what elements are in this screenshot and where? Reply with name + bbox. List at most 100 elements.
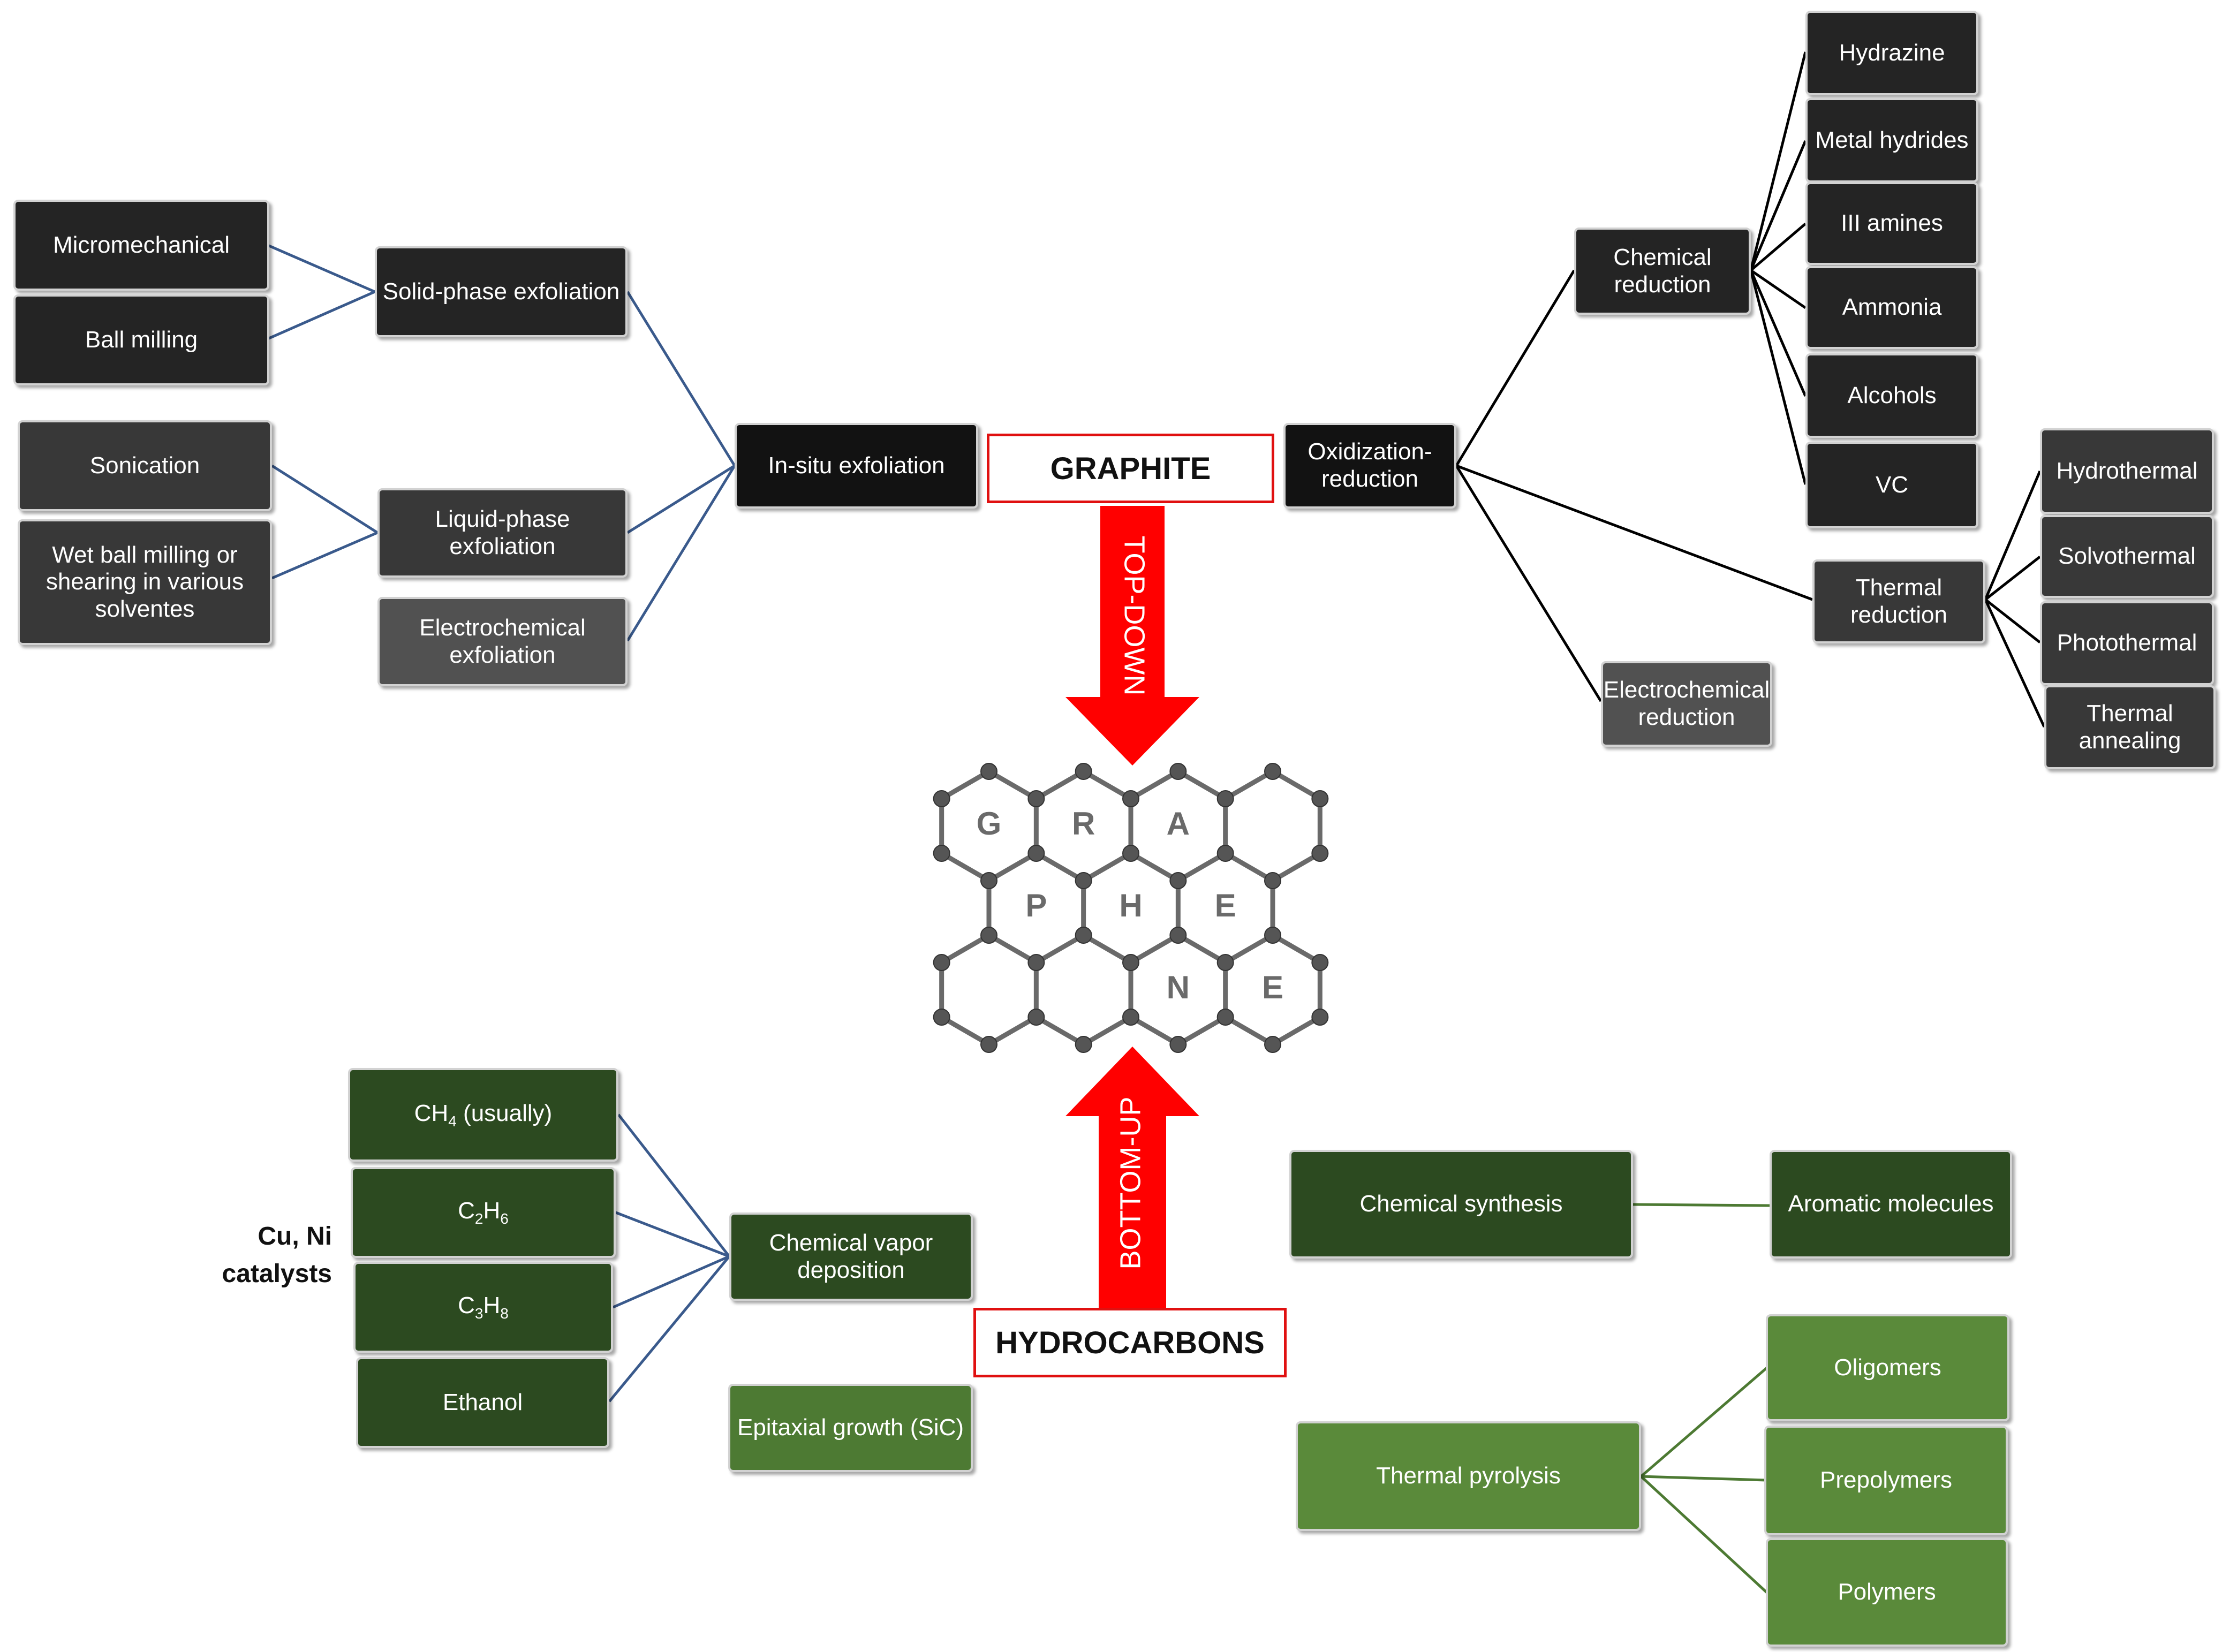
lattice-atom xyxy=(1075,763,1092,780)
lattice-atom xyxy=(1075,1036,1092,1053)
oligomers-box: Oligomers xyxy=(1766,1314,2009,1421)
graphene-letter: H xyxy=(1119,888,1142,923)
catalysts-label: Cu, Ni catalysts xyxy=(222,1222,332,1288)
lattice-bond xyxy=(987,851,1038,883)
graphene-letter: R xyxy=(1072,806,1095,842)
lattice-bond xyxy=(1129,851,1180,883)
connectors-cvd xyxy=(608,1113,730,1403)
lattice-atom xyxy=(1311,790,1329,807)
top-down-arrow xyxy=(1065,506,1199,766)
lattice-atom xyxy=(1122,790,1140,807)
c2h6-box: C2H6 xyxy=(351,1167,616,1258)
electrochemical-reduction-box: Electrochemical reduction xyxy=(1601,661,1772,747)
thermal-pyrolysis-box: Thermal pyrolysis xyxy=(1296,1421,1641,1531)
lattice-atom xyxy=(933,790,950,807)
lattice-atom xyxy=(1216,1009,1234,1026)
thermal-annealing-box: Thermal annealing xyxy=(2044,685,2216,769)
lattice-atom xyxy=(1311,1009,1329,1026)
alcohols-box: Alcohols xyxy=(1805,353,1978,438)
in-situ-exfoliation-box: In-situ exfoliation xyxy=(735,423,978,509)
lattice-atom xyxy=(980,872,997,889)
lattice-atom xyxy=(1216,954,1234,971)
lattice-atom xyxy=(1311,954,1329,971)
graphene-letter: G xyxy=(977,806,1002,842)
photothermal-box: Photothermal xyxy=(2040,601,2214,685)
lattice-bond xyxy=(1129,769,1180,801)
connectors-oxidation-reduction xyxy=(1455,51,2046,728)
c2h6-label: C2H6 xyxy=(458,1198,509,1227)
graphene-letter: N xyxy=(1167,969,1190,1005)
thermal-reduction-box: Thermal reduction xyxy=(1812,559,1985,643)
lattice-bond xyxy=(1177,1015,1227,1047)
connectors-exfoliation xyxy=(267,244,736,642)
cvd-box: Chemical vapor deposition xyxy=(729,1213,973,1301)
lattice-atom xyxy=(933,1009,950,1026)
hydrocarbons-box: HYDROCARBONS xyxy=(973,1308,1287,1377)
solid-phase-exfoliation-box: Solid-phase exfoliation xyxy=(375,246,628,337)
lattice-bond xyxy=(1271,851,1321,883)
lattice-atom xyxy=(1169,872,1187,889)
lattice-atom xyxy=(1169,1036,1187,1053)
lattice-bond xyxy=(1035,933,1085,965)
lattice-bond xyxy=(987,1015,1038,1047)
lattice-atom xyxy=(1169,927,1187,944)
solvothermal-box: Solvothermal xyxy=(2040,515,2214,598)
lattice-bond xyxy=(1271,933,1321,965)
lattice-bond xyxy=(1035,769,1085,801)
lattice-atom xyxy=(1027,845,1045,862)
lattice-bond xyxy=(1177,769,1227,801)
ball-milling-box: Ball milling xyxy=(13,294,269,385)
lattice-atom xyxy=(1027,1009,1045,1026)
lattice-atom xyxy=(1027,790,1045,807)
lattice-bond xyxy=(1129,933,1180,965)
metal-hydrides-box: Metal hydrides xyxy=(1805,98,1978,183)
ch4-box: CH4 (usually) xyxy=(348,1068,618,1162)
lattice-bond xyxy=(1082,1015,1132,1047)
lattice-atom xyxy=(1122,1009,1140,1026)
chemical-synthesis-box: Chemical synthesis xyxy=(1289,1150,1633,1259)
lattice-bond xyxy=(940,851,991,883)
graphene-letter: E xyxy=(1262,969,1283,1005)
lattice-bond xyxy=(1224,933,1274,965)
lattice-bond xyxy=(987,769,1038,801)
hydrazine-box: Hydrazine xyxy=(1805,11,1978,95)
lattice-atom xyxy=(933,954,950,971)
lattice-bond xyxy=(1177,933,1227,965)
epitaxial-growth-box: Epitaxial growth (SiC) xyxy=(728,1384,973,1472)
lattice-atom xyxy=(1264,927,1282,944)
lattice-bond xyxy=(1271,1015,1321,1047)
lattice-bond xyxy=(1035,1015,1085,1047)
chemical-reduction-box: Chemical reduction xyxy=(1574,228,1751,315)
lattice-atom xyxy=(1122,954,1140,971)
lattice-bond xyxy=(1224,769,1274,801)
lattice-atom xyxy=(1264,763,1282,780)
aromatic-molecules-box: Aromatic molecules xyxy=(1770,1150,2012,1259)
lattice-bond xyxy=(1129,1015,1180,1047)
lattice-bond xyxy=(940,1015,991,1047)
lattice-bond xyxy=(1082,933,1132,965)
bottom-up-label: BOTTOM-UP xyxy=(1114,1097,1146,1270)
ch4-label: CH4 (usually) xyxy=(414,1100,553,1130)
connectors-synthesis xyxy=(1633,1203,1770,1594)
electrochemical-exfoliation-box: Electrochemical exfoliation xyxy=(377,597,628,686)
lattice-atoms xyxy=(933,763,1329,1053)
lattice-bond xyxy=(1271,769,1321,801)
lattice-atom xyxy=(1264,872,1282,889)
lattice-bond xyxy=(1177,851,1227,883)
lattice-atom xyxy=(1075,872,1092,889)
hydrothermal-box: Hydrothermal xyxy=(2040,428,2214,514)
ammonia-box: Ammonia xyxy=(1805,266,1978,349)
oxidization-reduction-box: Oxidization- reduction xyxy=(1283,423,1456,509)
wet-ball-milling-box: Wet ball milling or shearing in various … xyxy=(18,519,272,645)
lattice-bond xyxy=(1082,769,1132,801)
lattice-bonds xyxy=(939,769,1322,1047)
lattice-bond xyxy=(940,769,991,801)
lattice-bond xyxy=(940,933,991,965)
lattice-atom xyxy=(1075,927,1092,944)
lattice-bond xyxy=(1082,851,1132,883)
graphene-letter: E xyxy=(1215,888,1236,923)
lattice-bond xyxy=(1224,1015,1274,1047)
lattice-atom xyxy=(1311,845,1329,862)
